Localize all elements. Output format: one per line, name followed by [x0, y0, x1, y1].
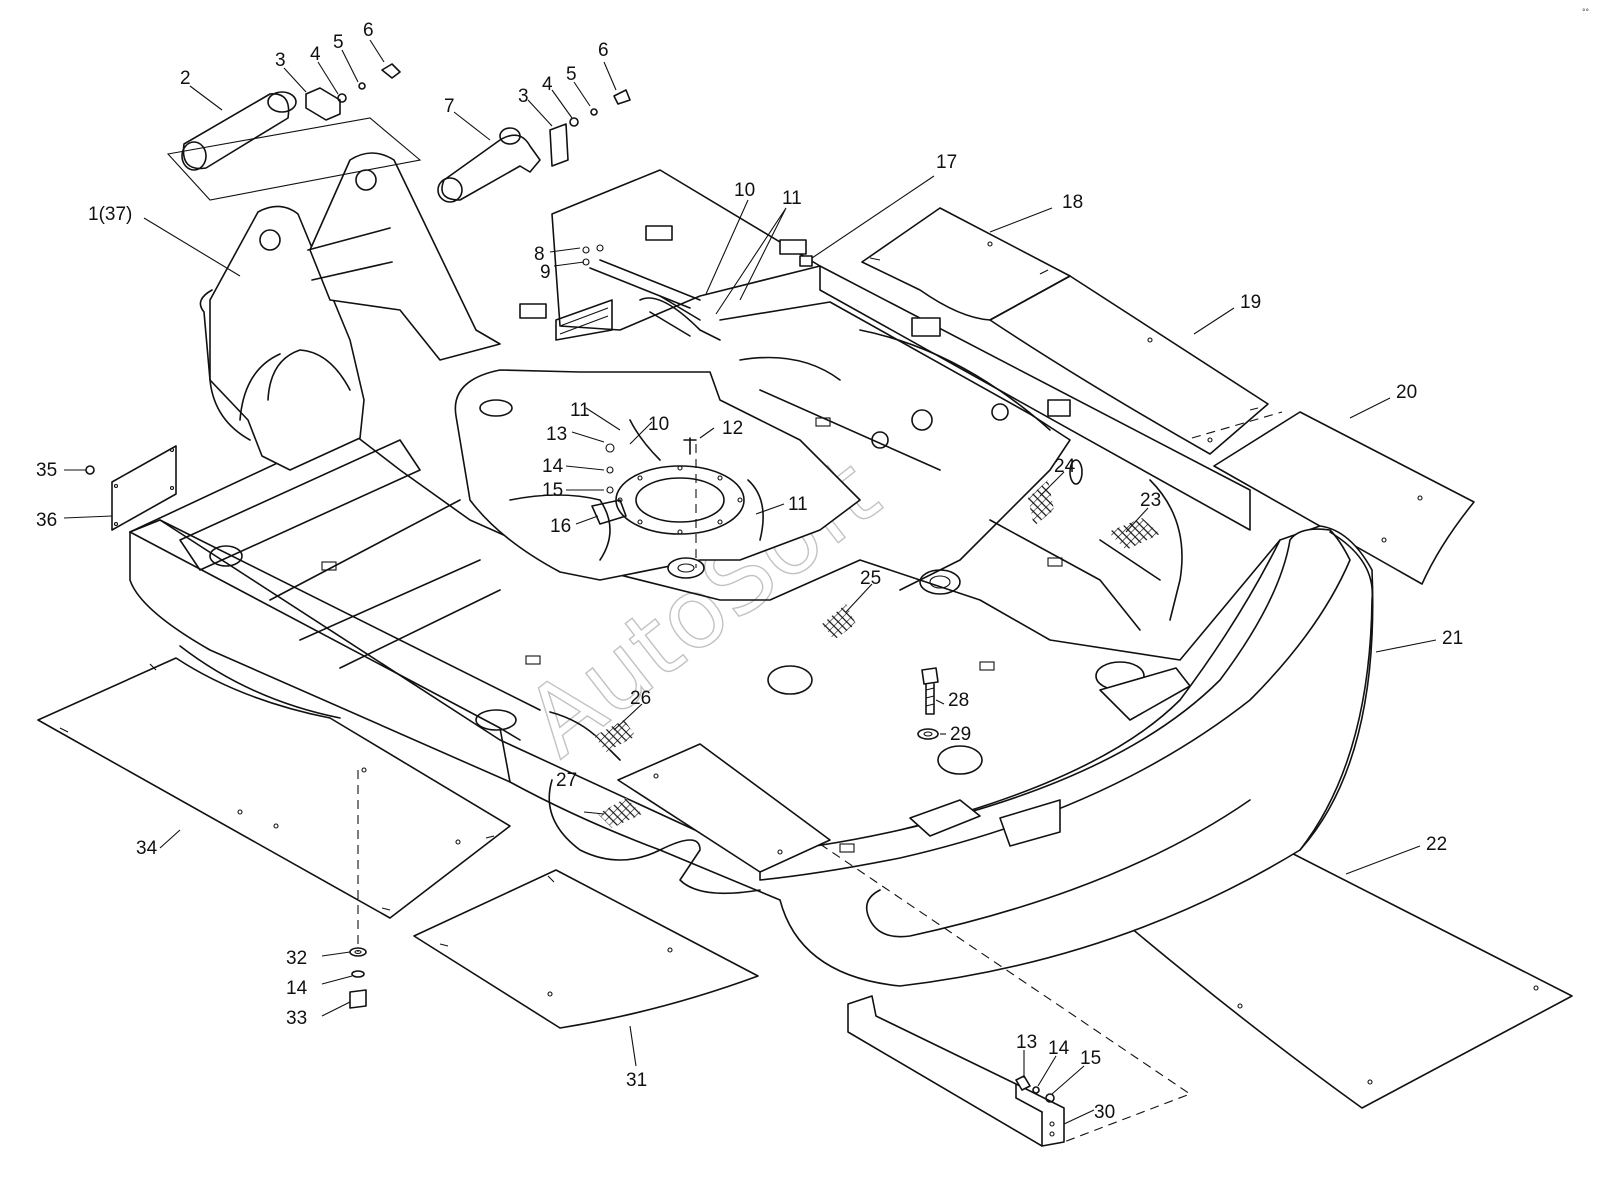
leader-lines	[63, 39, 1437, 1125]
right-inner-bay	[719, 301, 1191, 775]
callout-25: 25	[860, 568, 881, 589]
callout-31: 31	[626, 1070, 647, 1091]
callout-30: 30	[1094, 1102, 1115, 1123]
callout-22: 22	[1426, 834, 1447, 855]
callout-7: 7	[444, 96, 455, 117]
hose-fittings	[582, 244, 764, 541]
left-inner-bay	[179, 417, 1063, 853]
top-cover-plate	[519, 169, 1251, 531]
callout-12: 12	[722, 418, 743, 439]
callout-13: 13	[1016, 1032, 1037, 1053]
callout-4: 4	[310, 44, 321, 65]
assembly-lines	[357, 411, 1283, 1143]
callout-29: 29	[950, 724, 971, 745]
callout-14: 14	[286, 978, 308, 999]
cover-plate-31	[413, 869, 759, 1029]
callout-35: 35	[36, 460, 57, 481]
cover-plate-34	[37, 657, 511, 919]
callout-13: 13	[546, 424, 567, 445]
cover-plate-20	[1213, 411, 1475, 585]
callout-3: 3	[275, 50, 286, 71]
callout-14: 14	[542, 456, 564, 477]
callout-16: 16	[550, 516, 571, 537]
plug-17	[799, 255, 813, 267]
cover-plate-19	[989, 275, 1269, 455]
callout-28: 28	[948, 690, 969, 711]
callout-5: 5	[566, 64, 577, 85]
hatch-24	[1028, 480, 1054, 526]
callout-2: 2	[180, 68, 191, 89]
washer-29	[917, 728, 939, 740]
step-bracket	[617, 743, 1061, 873]
callout-8: 8	[534, 244, 545, 265]
bucket-pin-7	[437, 127, 541, 203]
callout-11: 11	[788, 494, 808, 515]
bolt-stack-32-14-33	[349, 947, 367, 1009]
callout-11: 11	[570, 400, 590, 421]
callout-11: 11	[782, 188, 802, 209]
callout-15: 15	[542, 480, 563, 501]
callout-5: 5	[333, 32, 344, 53]
callout-10: 10	[734, 180, 755, 201]
callout-32: 32	[286, 948, 307, 969]
callout-17: 17	[936, 152, 957, 173]
hatch-23	[1108, 518, 1160, 550]
cover-plate-18	[861, 207, 1071, 321]
callout-26: 26	[630, 688, 651, 709]
corner-mark: °°	[1582, 8, 1589, 16]
hatched-areas	[594, 480, 1160, 828]
callout-1: 1(37)	[88, 204, 132, 225]
callout-21: 21	[1442, 628, 1463, 649]
hatch-26	[594, 720, 636, 752]
boom-pin-2	[166, 91, 422, 201]
bolt-28	[921, 667, 939, 715]
callout-10: 10	[648, 414, 669, 435]
callout-15: 15	[1080, 1048, 1101, 1069]
callout-36: 36	[36, 510, 57, 531]
callout-6: 6	[363, 20, 374, 41]
callout-23: 23	[1140, 490, 1161, 511]
callout-18: 18	[1062, 192, 1083, 213]
hatch-25	[822, 604, 856, 640]
callout-labels: 1(37) 2 3 4 5 6 7 3 4 5 6 8 9 10 11 17 1…	[36, 20, 1463, 1123]
callout-34: 34	[136, 838, 158, 859]
name-plate-36	[85, 445, 177, 531]
callout-14: 14	[1048, 1038, 1070, 1059]
bracket-30	[847, 995, 1065, 1147]
hatch-27	[598, 798, 642, 828]
callout-20: 20	[1396, 382, 1417, 403]
pin-retainer-parts-left	[305, 63, 401, 121]
callout-6: 6	[598, 40, 609, 61]
callout-3: 3	[518, 86, 529, 107]
callout-24: 24	[1054, 456, 1076, 477]
callout-4: 4	[542, 74, 553, 95]
pin-retainer-parts-right	[549, 89, 631, 167]
boom-bracket	[199, 152, 501, 471]
callout-19: 19	[1240, 292, 1261, 313]
callout-33: 33	[286, 1008, 307, 1029]
center-deck	[454, 369, 861, 581]
callout-9: 9	[540, 262, 551, 283]
callout-27: 27	[556, 770, 577, 791]
